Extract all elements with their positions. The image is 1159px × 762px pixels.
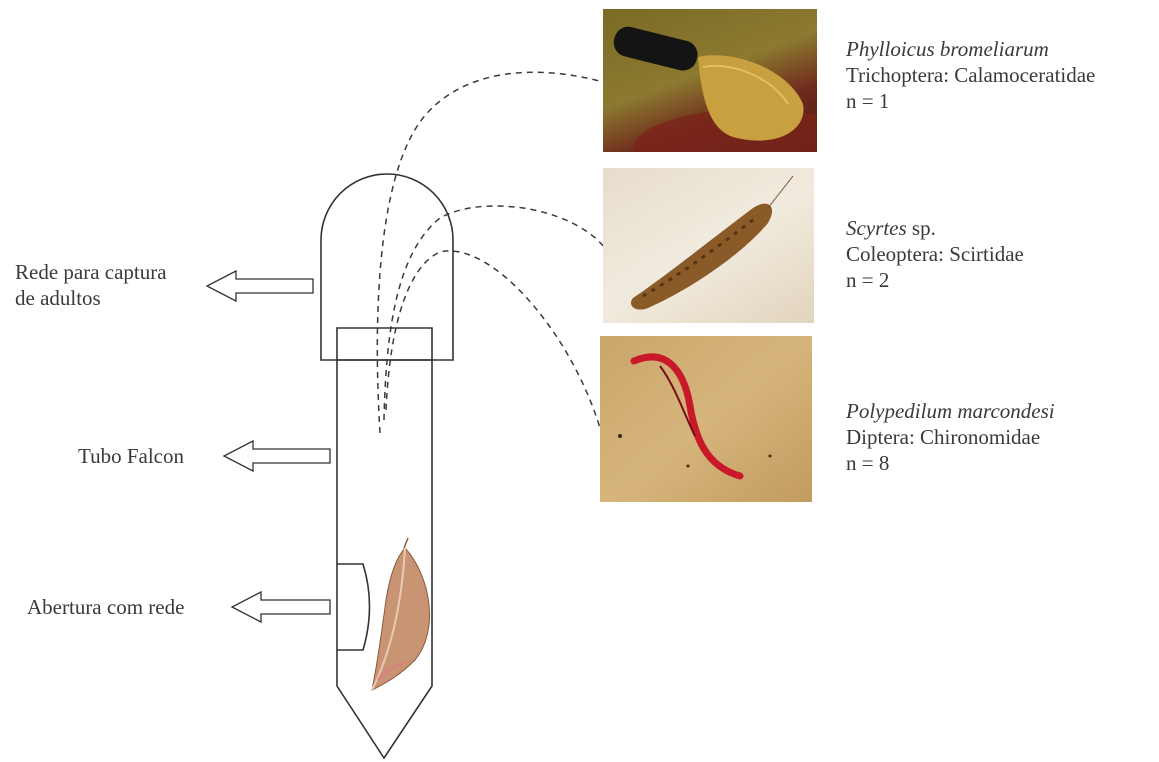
leaf-icon — [372, 538, 429, 690]
species-label-1: Phylloicus bromeliarum Trichoptera: Cala… — [846, 36, 1095, 114]
species-3-name: Polypedilum marcondesi — [846, 399, 1055, 423]
label-net-adult-line1: Rede para captura — [15, 259, 167, 285]
species-2-count: n = 2 — [846, 267, 1024, 293]
species-2-name: Scyrtes — [846, 216, 907, 240]
adult-capture-net — [321, 174, 453, 360]
dashed-path-diptera — [386, 251, 600, 428]
species-1-order: Trichoptera: Calamoceratidae — [846, 62, 1095, 88]
dashed-path-trichoptera — [377, 72, 603, 433]
species-label-2: Scyrtes sp. Coleoptera: Scirtidae n = 2 — [846, 215, 1024, 293]
label-net-adult: Rede para captura de adultos — [15, 259, 167, 311]
species-3-count: n = 8 — [846, 450, 1055, 476]
species-label-3: Polypedilum marcondesi Diptera: Chironom… — [846, 398, 1055, 476]
label-falcon-tube: Tubo Falcon — [78, 443, 184, 469]
species-3-order: Diptera: Chironomidae — [846, 424, 1055, 450]
arrow-tube-icon — [224, 441, 330, 471]
photo-phylloicus — [603, 9, 817, 152]
arrow-opening-icon — [232, 592, 330, 622]
species-1-count: n = 1 — [846, 88, 1095, 114]
arrow-net-icon — [207, 271, 313, 301]
photo-polypedilum — [600, 336, 812, 502]
label-opening: Abertura com rede — [27, 594, 184, 620]
species-2-suffix: sp. — [907, 216, 936, 240]
mesh-opening — [337, 564, 370, 650]
dashed-path-coleoptera — [384, 206, 605, 420]
species-1-name: Phylloicus bromeliarum — [846, 37, 1049, 61]
photo-scyrtes — [603, 168, 814, 323]
label-net-adult-line2: de adultos — [15, 285, 167, 311]
species-2-order: Coleoptera: Scirtidae — [846, 241, 1024, 267]
